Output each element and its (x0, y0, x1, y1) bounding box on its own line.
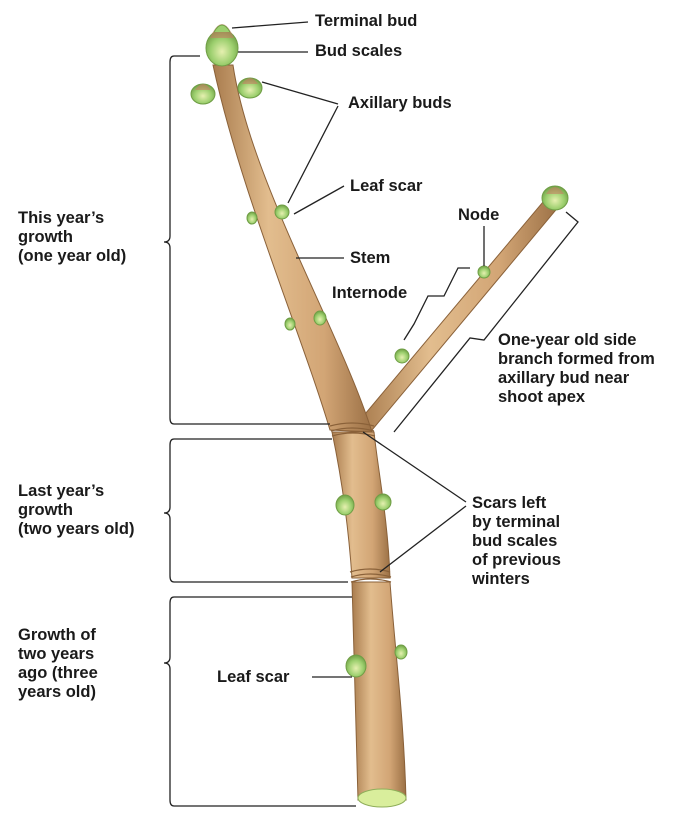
scars-left-label: Scars left by terminal bud scales of pre… (472, 494, 561, 589)
bracket-two-years (164, 597, 356, 806)
last-year-region-label: Last year’s growth (two years old) (18, 482, 134, 539)
node-label: Node (458, 206, 499, 225)
this-year-region-label: This year’s growth (one year old) (18, 209, 126, 266)
stem-label: Stem (350, 249, 390, 268)
internode-label: Internode (332, 284, 407, 303)
upper-stem (213, 65, 372, 432)
terminal-bud-label: Terminal bud (315, 12, 417, 31)
axillary-bud-left (191, 84, 215, 104)
bracket-this-year (164, 56, 330, 424)
axillary-buds-label: Axillary buds (348, 94, 452, 113)
side-branch-label: One-year old side branch formed from axi… (498, 331, 655, 407)
axillary-bud-right (238, 78, 262, 98)
cut-face (358, 789, 406, 807)
side-terminal-bud (542, 186, 568, 210)
leaf-scar-top-label: Leaf scar (350, 177, 422, 196)
leader-lines (232, 22, 484, 677)
bud-scales-label: Bud scales (315, 42, 402, 61)
leaf-scar-bottom-label: Leaf scar (217, 668, 289, 687)
lower-stem (352, 582, 406, 800)
bracket-last-year (164, 439, 348, 582)
terminal-bud (206, 24, 238, 66)
two-years-region-label: Growth of two years ago (three years old… (18, 626, 98, 702)
